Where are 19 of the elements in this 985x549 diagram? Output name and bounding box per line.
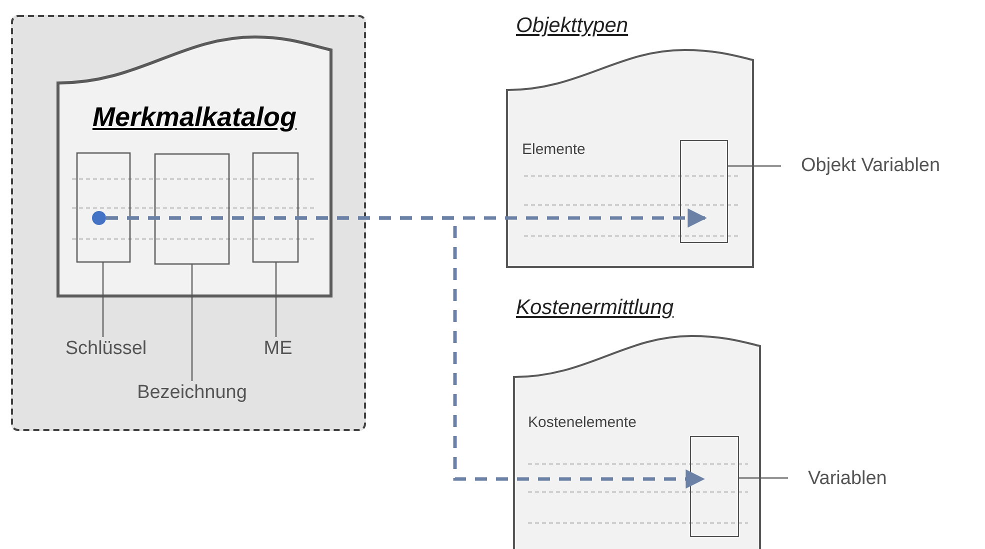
catalog-title: Merkmalkatalog [91, 102, 298, 134]
document-heading: Objekttypen [516, 14, 628, 38]
variable-label: Objekt Variablen [781, 154, 940, 178]
leader-line [728, 165, 781, 167]
leader-line [739, 477, 788, 479]
section-label: Elemente [522, 141, 586, 158]
column-box [690, 436, 739, 537]
section-label: Kostenelemente [528, 414, 636, 432]
leader-line [275, 262, 277, 337]
column-box [680, 140, 728, 243]
field-label: Schlüssel [56, 337, 156, 361]
field-label: ME [248, 337, 308, 361]
group-frame [11, 15, 366, 431]
document-heading: Kostenermittlung [516, 296, 674, 320]
leader-line [102, 262, 104, 337]
field-label: Bezeichnung [132, 381, 252, 405]
variable-label: Variablen [788, 467, 887, 491]
dashed-arrow [106, 216, 705, 489]
leader-line [191, 264, 193, 381]
